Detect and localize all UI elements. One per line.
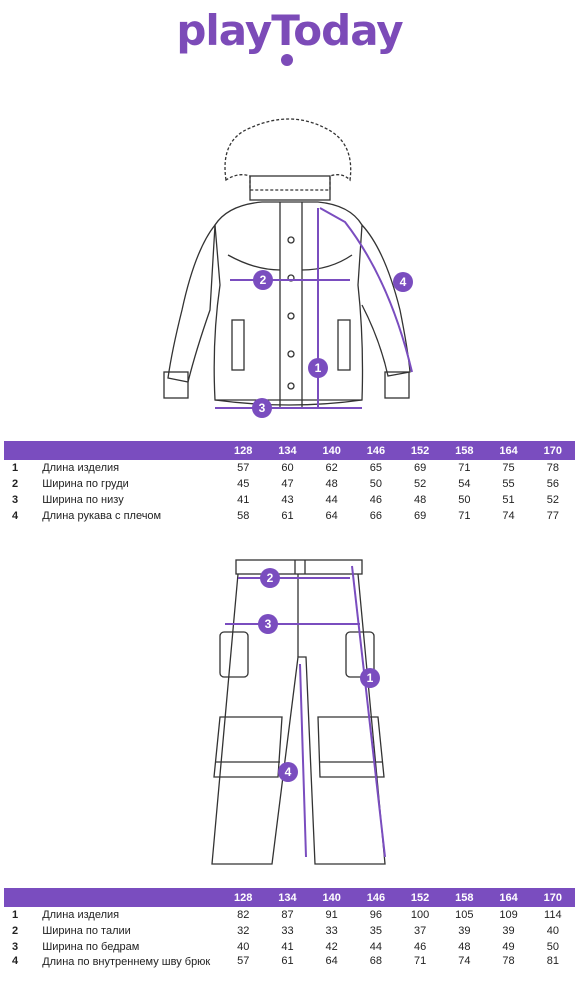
marker-3 bbox=[252, 398, 272, 418]
svg-text:1: 1 bbox=[315, 361, 322, 375]
pants-marker-4 bbox=[278, 762, 298, 782]
svg-text:3: 3 bbox=[259, 401, 266, 415]
svg-text:1: 1 bbox=[367, 671, 374, 685]
logo-dot bbox=[281, 54, 293, 66]
svg-text:4: 4 bbox=[400, 275, 407, 289]
jacket-illustration: 1 2 3 4 bbox=[163, 118, 413, 418]
marker-2 bbox=[253, 270, 273, 290]
marker-4 bbox=[393, 272, 413, 292]
pants-marker-1 bbox=[360, 668, 380, 688]
svg-text:2: 2 bbox=[260, 273, 267, 287]
pants-illustration: 1 2 3 4 bbox=[211, 559, 386, 865]
pants-marker-3 bbox=[258, 614, 278, 634]
svg-text:2: 2 bbox=[267, 571, 274, 585]
marker-1 bbox=[308, 358, 328, 378]
brand-logo: playToday bbox=[176, 6, 403, 55]
svg-text:4: 4 bbox=[285, 765, 292, 779]
pants-marker-2 bbox=[260, 568, 280, 588]
svg-text:3: 3 bbox=[265, 617, 272, 631]
